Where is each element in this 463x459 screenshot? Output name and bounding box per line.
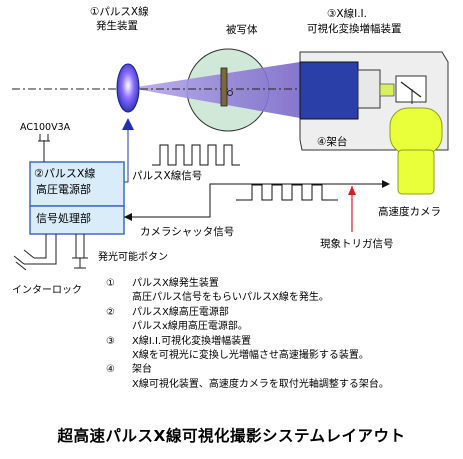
- shutter-signal-line: [124, 183, 388, 218]
- pulse-xray-waveform: [152, 144, 240, 166]
- interlock-wire-2: [24, 234, 57, 265]
- legend-num-3: ③: [106, 335, 115, 347]
- legend-line-3b: X線を可視光に変換し光増幅させ高速撮影する装置。: [132, 350, 369, 362]
- frame-label: ④架台: [317, 136, 348, 148]
- ii-green-strip: [379, 83, 395, 97]
- subject-center-dot: [227, 90, 233, 96]
- legend-item-4: ④ 架台: [106, 363, 389, 377]
- xray-source-arrow: [122, 118, 134, 130]
- signal-unit-box: [29, 205, 125, 235]
- trigger-signal-label: 現象トリガ信号: [320, 238, 394, 250]
- legend-num-2: ②: [106, 306, 115, 318]
- ii-device-label-1: ③X線I.I.: [327, 8, 367, 20]
- legend-line-1a: パルスX線発生装置: [132, 278, 219, 289]
- high-speed-camera-label: 高速度カメラ: [378, 206, 441, 218]
- signal-unit-label: 信号処理部: [36, 212, 91, 225]
- legend-item-1: ① パルスX線発生装置: [106, 277, 389, 291]
- interlock-switch-3: [15, 261, 27, 271]
- power-to-source-line: [124, 130, 129, 183]
- power-unit-label-2: 高圧電源部: [36, 183, 91, 196]
- power-unit-label-1: ②パルスX線: [34, 167, 96, 180]
- legend-num-1: ①: [106, 278, 115, 289]
- interlock-switch-2: [13, 255, 25, 265]
- legend-line-4b: X線可視化装置、高速度カメラを取付光軸調整する架台。: [132, 378, 389, 390]
- high-speed-camera-body: [389, 107, 443, 155]
- subject-object: [220, 67, 228, 107]
- xray-source-ellipse: [116, 63, 140, 113]
- legend-item-2: ② パルスX線高圧電源部: [106, 306, 389, 320]
- xray-source-label-2: 発生装置: [96, 20, 138, 32]
- mirror-diagonal: [400, 81, 422, 98]
- legend: ① パルスX線発生装置 高圧パルス信号をもらいパルスX線を発生。 ② パルスX線…: [106, 277, 389, 392]
- interlock-wire-1: [34, 234, 47, 259]
- xray-beam: [130, 62, 300, 118]
- legend-line-3a: X線I.I.可視化変換増幅装置: [132, 335, 252, 347]
- subject-label: 被写体: [226, 24, 258, 36]
- shutter-camera-arrow: [382, 180, 390, 188]
- legend-line-2a: パルスX線高圧電源部: [132, 306, 229, 318]
- shutter-waveform: [236, 184, 338, 201]
- interlock-label: インターロック: [12, 285, 82, 296]
- legend-line-1b: 高圧パルス信号をもらいパルスX線を発生。: [132, 292, 329, 304]
- page-title: 超高速パルスX線可視化撮影システムレイアウト: [57, 427, 406, 445]
- camera-shutter-signal-label: カメラシャッタ信号: [140, 226, 235, 238]
- legend-line-4a: 架台: [132, 364, 152, 376]
- interlock-switch-1: [23, 249, 35, 259]
- emit-button-label: 発光可能ボタン: [98, 252, 168, 263]
- xray-source-label-1: ①パルスX線: [90, 6, 149, 18]
- legend-line-2b: パルスx線用高圧電源部。: [132, 321, 248, 333]
- ii-device-connector: [357, 69, 381, 109]
- trigger-signal-arrow: [348, 186, 356, 195]
- legend-num-4: ④: [106, 364, 115, 376]
- ii-device-box: [299, 61, 359, 120]
- shutter-signal-arrow: [124, 213, 132, 221]
- ac-power-label: AC100V3A: [20, 122, 71, 133]
- power-unit-box: [29, 161, 125, 207]
- ii-device-label-2: 可視化変換増幅装置: [307, 23, 402, 35]
- legend-item-3: ③ X線I.I.可視化変換増幅装置: [106, 335, 389, 349]
- pulse-signal-label: パルスX線信号: [132, 170, 203, 182]
- high-speed-camera-base: [397, 149, 435, 195]
